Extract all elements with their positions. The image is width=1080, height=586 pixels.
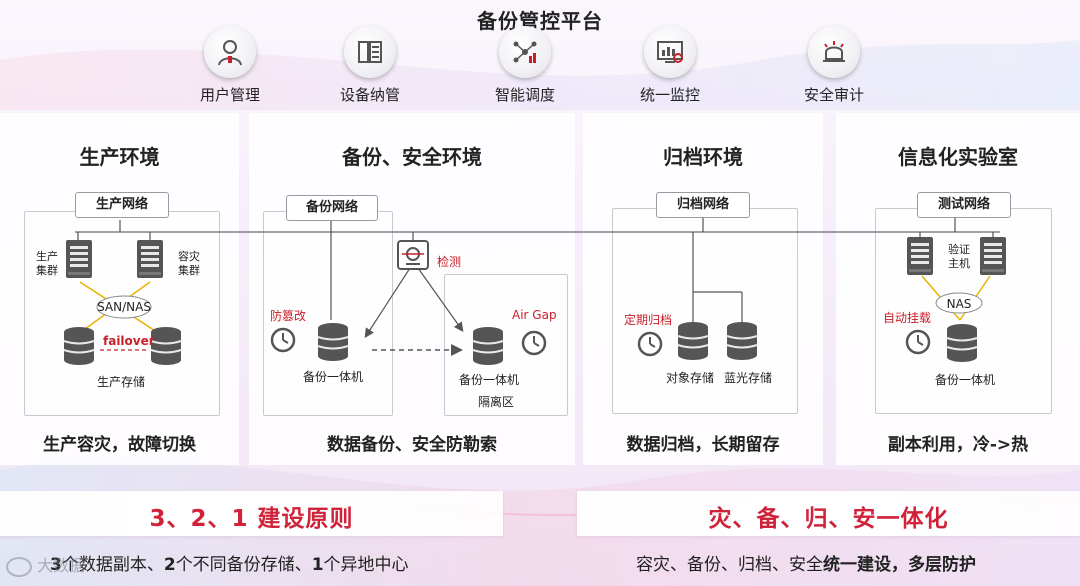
sub-text: 个不同备份存储、 (175, 555, 312, 575)
num-3: 3 (50, 555, 62, 575)
panel-title: 归档环境 (663, 145, 743, 169)
platform-title: 备份管控平台 (477, 9, 603, 33)
storage-label: 生产存储 (96, 375, 145, 389)
principle-subtitle: 3个数据副本、2个不同备份存储、1个异地中心 (50, 550, 409, 575)
panel-title: 生产环境 (79, 145, 160, 169)
server-label-production: 生产 集群 (36, 250, 58, 277)
func-label: 设备纳管 (339, 86, 400, 104)
network-label-test: 测试网络 (917, 192, 1011, 218)
bluray-storage-label: 蓝光存储 (723, 371, 772, 385)
num-2: 2 (163, 555, 176, 575)
object-storage-label: 对象存储 (665, 371, 714, 385)
sub-bold: 统一建设，多层防护 (823, 555, 976, 575)
watermark-text: 大数据 (37, 556, 86, 575)
appliance-label: 备份一体机 (302, 370, 363, 384)
verify-host-label: 验证 主机 (948, 243, 970, 270)
sub-text: 个数据副本、 (61, 555, 164, 575)
func-label: 智能调度 (494, 86, 555, 104)
monitor-chart-icon (644, 26, 696, 78)
sub-text: 个异地中心 (323, 555, 409, 575)
network-label-archive: 归档网络 (656, 192, 750, 218)
airgap-label: Air Gap (512, 308, 557, 322)
panel-footer: 副本利用，冷->热 (887, 435, 1029, 455)
network-schedule-icon (499, 26, 551, 78)
integration-bar: 灾、备、归、安一体化 (577, 491, 1080, 536)
nas-label: NAS (946, 297, 972, 311)
func-security-audit[interactable]: 安全审计 (774, 26, 894, 105)
server-rack-icon (344, 26, 396, 78)
num-1: 1 (311, 555, 324, 575)
schedule-label: 定期归档 (624, 313, 673, 327)
sub-text: 容灾、备份、归档、安全 (636, 555, 823, 575)
func-user-management[interactable]: 用户管理 (170, 26, 290, 105)
func-label: 统一监控 (639, 86, 700, 104)
func-smart-scheduling[interactable]: 智能调度 (465, 26, 585, 105)
integration-subtitle: 容灾、备份、归档、安全统一建设，多层防护 (636, 550, 976, 575)
isolation-zone-box (444, 274, 568, 416)
func-label: 安全审计 (803, 86, 864, 104)
failover-label: failover (103, 334, 155, 348)
wechat-icon (6, 556, 32, 577)
server-label-dr: 容灾 集群 (178, 250, 200, 277)
panel-footer: 数据备份、安全防勒索 (327, 435, 497, 455)
appliance-label: 备份一体机 (458, 373, 519, 387)
panel-title: 信息化实验室 (898, 145, 1018, 169)
san-nas-label: SAN/NAS (97, 300, 151, 314)
network-label-backup: 备份网络 (286, 195, 378, 221)
panel-footer: 生产容灾，故障切换 (43, 435, 196, 455)
tamper-label: 防篡改 (270, 309, 307, 323)
detect-label: 检测 (437, 255, 462, 269)
isolation-label: 隔离区 (477, 395, 514, 409)
mount-label: 自动挂载 (883, 311, 932, 325)
principle-bar: 3、2、1 建设原则 (0, 491, 503, 536)
user-icon (204, 26, 256, 78)
func-unified-monitoring[interactable]: 统一监控 (610, 26, 730, 105)
integration-title: 灾、备、归、安一体化 (708, 506, 949, 532)
appliance-label: 备份一体机 (934, 373, 995, 387)
alarm-bell-icon (808, 26, 860, 78)
panel-footer: 数据归档，长期留存 (626, 435, 780, 455)
panel-title: 备份、安全环境 (342, 145, 482, 169)
archive-network-box (612, 208, 798, 414)
principle-title: 3、2、1 建设原则 (149, 506, 354, 532)
network-label-production: 生产网络 (75, 192, 169, 218)
func-device-management[interactable]: 设备纳管 (310, 26, 430, 105)
watermark-logo: 大数据 (6, 552, 85, 577)
func-label: 用户管理 (199, 86, 260, 104)
